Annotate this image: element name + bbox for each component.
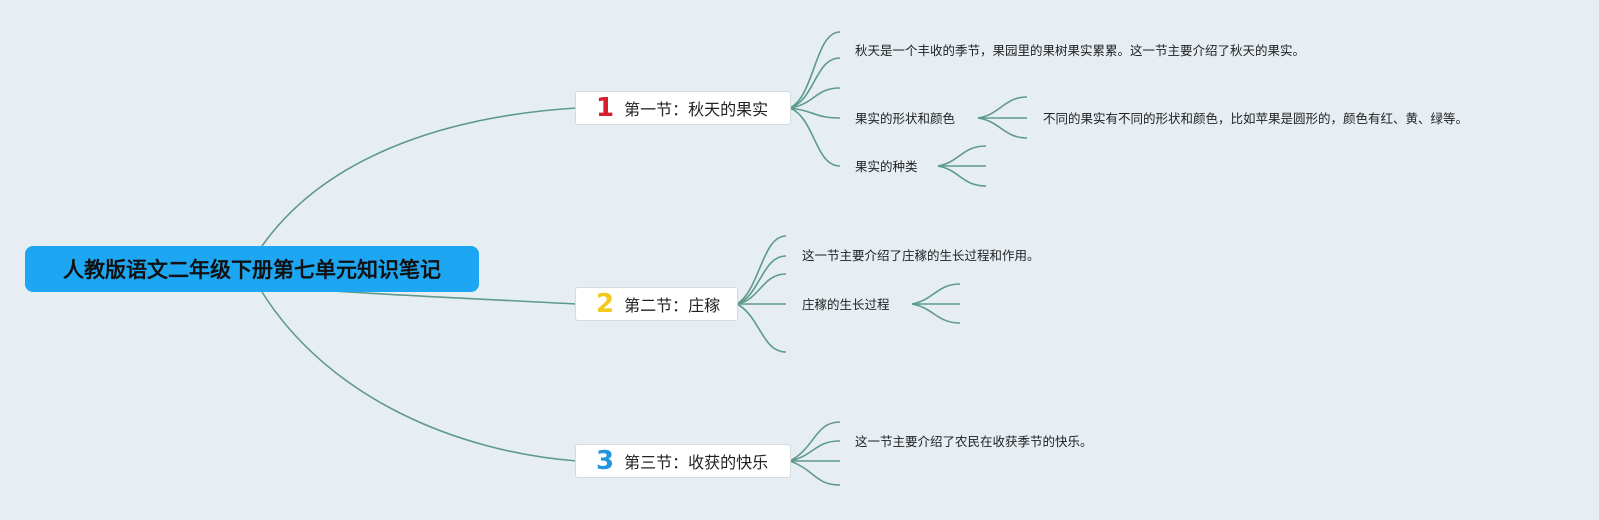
connector-s3-b <box>789 440 841 462</box>
section-3-title: 第三节：收获的快乐 <box>624 453 769 472</box>
connector-s1-kind-a <box>937 145 987 167</box>
section-1-topic[interactable]: 1 第一节：秋天的果实 <box>575 91 791 125</box>
section-3-item-1[interactable]: 这一节主要介绍了农民在收获季节的快乐。 <box>855 434 1093 449</box>
connector-s1-a <box>789 31 841 109</box>
connector-s1-e <box>789 107 841 167</box>
section-2-item-2[interactable]: 庄稼的生长过程 <box>802 297 890 312</box>
section-1-item-2-child-1[interactable]: 不同的果实有不同的形状和颜色，比如苹果是圆形的，颜色有红、黄、绿等。 <box>1043 111 1469 126</box>
section-2-topic[interactable]: 2 第二节：庄稼 <box>575 287 738 321</box>
connector-root-section-3 <box>261 291 578 462</box>
connector-s2-sub-a <box>911 283 961 305</box>
connector-s3-d <box>789 460 841 486</box>
section-1-title: 第一节：秋天的果实 <box>624 100 769 119</box>
root-topic[interactable]: 人教版语文二年级下册第七单元知识笔记 <box>25 246 479 292</box>
connector-s1-sub-a <box>977 96 1028 119</box>
section-2-title: 第二节：庄稼 <box>624 296 721 315</box>
connector-s1-d <box>789 107 841 119</box>
connector-s2-e <box>736 303 787 353</box>
section-1-item-2[interactable]: 果实的形状和颜色 <box>855 111 956 126</box>
connector-s1-c <box>789 87 841 109</box>
section-1-number: 1 <box>596 93 615 123</box>
connector-s1-b <box>789 57 841 109</box>
connector-s3-a <box>789 421 841 462</box>
connector-s1-sub-c <box>977 117 1028 139</box>
section-3-topic[interactable]: 3 第三节：收获的快乐 <box>575 444 791 478</box>
connector-s2-c <box>736 273 787 305</box>
connector-s1-kind-c <box>937 165 987 187</box>
section-2-item-1[interactable]: 这一节主要介绍了庄稼的生长过程和作用。 <box>802 248 1040 263</box>
section-3-number: 3 <box>596 446 615 476</box>
connector-s2-sub-c <box>911 303 961 324</box>
root-title: 人教版语文二年级下册第七单元知识笔记 <box>63 258 441 282</box>
connector-s2-a <box>736 235 787 305</box>
section-1-item-1[interactable]: 秋天是一个丰收的季节，果园里的果树果实累累。这一节主要介绍了秋天的果实。 <box>855 43 1306 58</box>
section-1-item-3[interactable]: 果实的种类 <box>855 159 918 174</box>
connector-s2-b <box>736 255 787 305</box>
connector-root-section-1 <box>261 107 578 247</box>
section-2-number: 2 <box>596 289 615 319</box>
